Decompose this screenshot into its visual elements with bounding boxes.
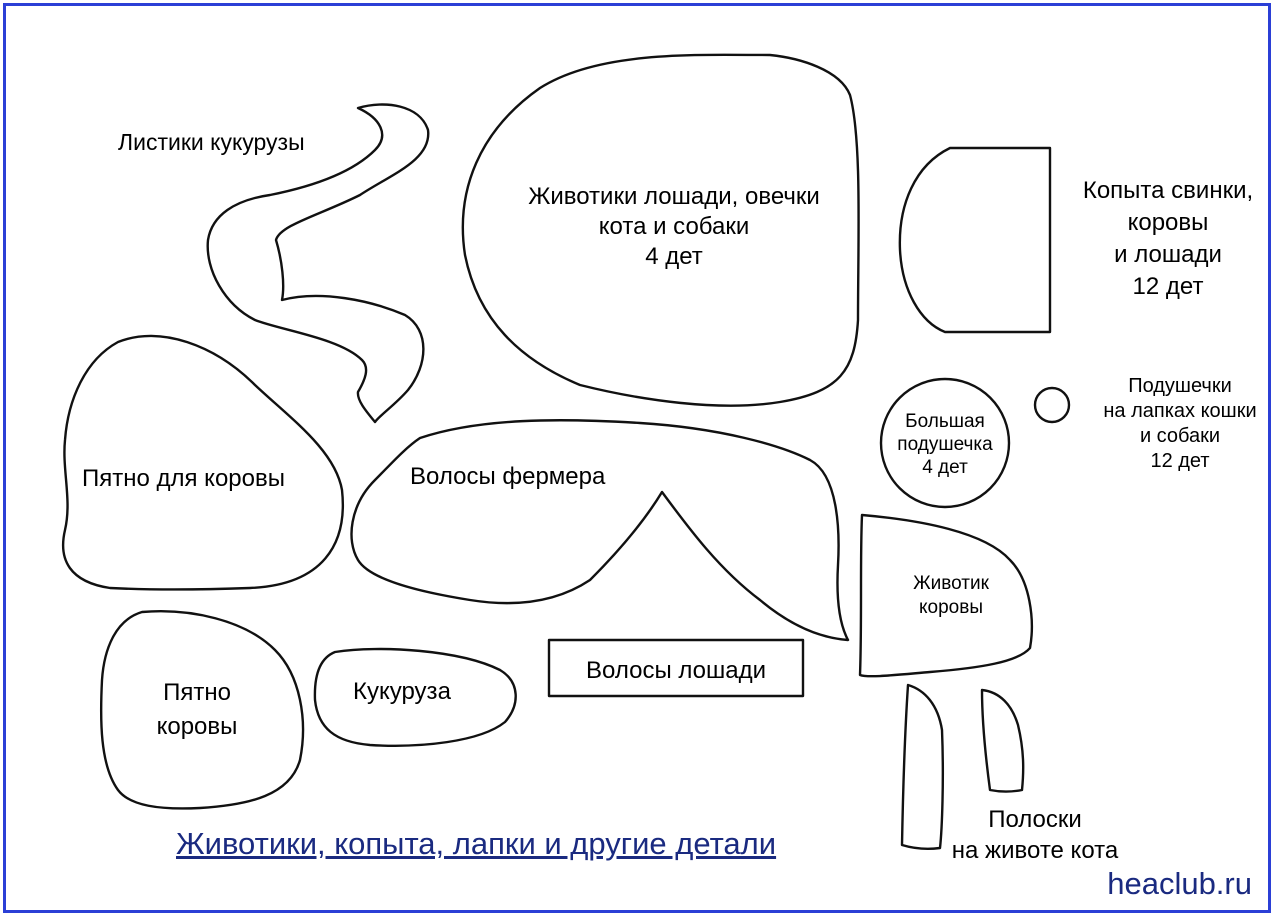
big-pad-label-line: Большая bbox=[905, 411, 985, 432]
horse-belly-label: Животики лошади, овечки кота и собаки 4 … bbox=[498, 182, 850, 272]
cow-belly-label-line: Животик bbox=[913, 573, 989, 594]
big-pad-label: Большая подушечка 4 дет bbox=[885, 410, 1005, 480]
cow-spot-small-label: Пятно коровы bbox=[132, 676, 262, 744]
cat-stripes-label: Полоски на животе кота bbox=[935, 804, 1135, 866]
horse-belly-label-line: Животики лошади, овечки bbox=[528, 183, 820, 210]
cat-stripes-label-line: на животе кота bbox=[951, 837, 1119, 865]
cow-belly-label-line: коровы bbox=[919, 597, 983, 619]
cow-spot-label: Пятно для коровы bbox=[82, 465, 285, 492]
horse-belly-label-line: кота и собаки bbox=[598, 213, 750, 240]
corn-leaf-outline bbox=[206, 103, 430, 424]
hooves-label: Копыта свинки, коровы и лошади 12 дет bbox=[1062, 175, 1274, 303]
cat-stripe-outline-2 bbox=[980, 688, 1025, 793]
paw-pads-label: Подушечки на лапках кошки и собаки 12 де… bbox=[1088, 374, 1272, 474]
hooves-label-line: и лошади bbox=[1114, 240, 1222, 268]
hoof-outline bbox=[898, 146, 1052, 334]
big-pad-outline bbox=[879, 377, 1011, 509]
cow-spot-outline bbox=[61, 334, 344, 591]
cat-stripes-label-line: Полоски bbox=[988, 806, 1082, 833]
page-title[interactable]: Животики, копыта, лапки и другие детали bbox=[176, 826, 777, 861]
big-pad-label-line: 4 дет bbox=[922, 457, 968, 479]
corn-leaves-label: Листики кукурузы bbox=[118, 129, 305, 155]
farmer-hair-outline bbox=[350, 419, 850, 642]
big-pad-label-line: подушечка bbox=[897, 434, 993, 456]
paw-pad-outline bbox=[1033, 386, 1071, 424]
farmer-hair-label: Волосы фермера bbox=[410, 463, 606, 490]
cow-spot-small-label-line: Пятно bbox=[163, 679, 231, 706]
cow-belly-label: Животик коровы bbox=[888, 572, 1014, 621]
cow-belly-outline bbox=[858, 513, 1033, 678]
corn-outline bbox=[313, 647, 517, 747]
horse-belly-label-line: 4 дет bbox=[645, 243, 703, 270]
corn-label: Кукуруза bbox=[353, 678, 451, 705]
paw-pads-label-line: и собаки bbox=[1139, 425, 1221, 447]
hooves-label-line: коровы bbox=[1127, 208, 1209, 236]
horse-hair-outline bbox=[547, 638, 805, 698]
paw-pads-label-line: 12 дет bbox=[1150, 450, 1210, 472]
cat-stripe-outline-1 bbox=[900, 683, 945, 850]
horse-hair-label: Волосы лошади bbox=[586, 657, 766, 684]
hooves-label-line: 12 дет bbox=[1132, 272, 1204, 300]
hooves-label-line: Копыта свинки, bbox=[1082, 177, 1254, 204]
cow-spot-small-label-line: коровы bbox=[156, 713, 238, 741]
paw-pads-label-line: Подушечки bbox=[1128, 375, 1232, 397]
paw-pads-label-line: на лапках кошки bbox=[1103, 400, 1257, 422]
horse-belly-outline bbox=[461, 53, 860, 407]
cow-spot-small-outline bbox=[99, 610, 305, 810]
page-frame bbox=[3, 3, 1271, 913]
site-watermark: heaclub.ru bbox=[1107, 866, 1252, 901]
